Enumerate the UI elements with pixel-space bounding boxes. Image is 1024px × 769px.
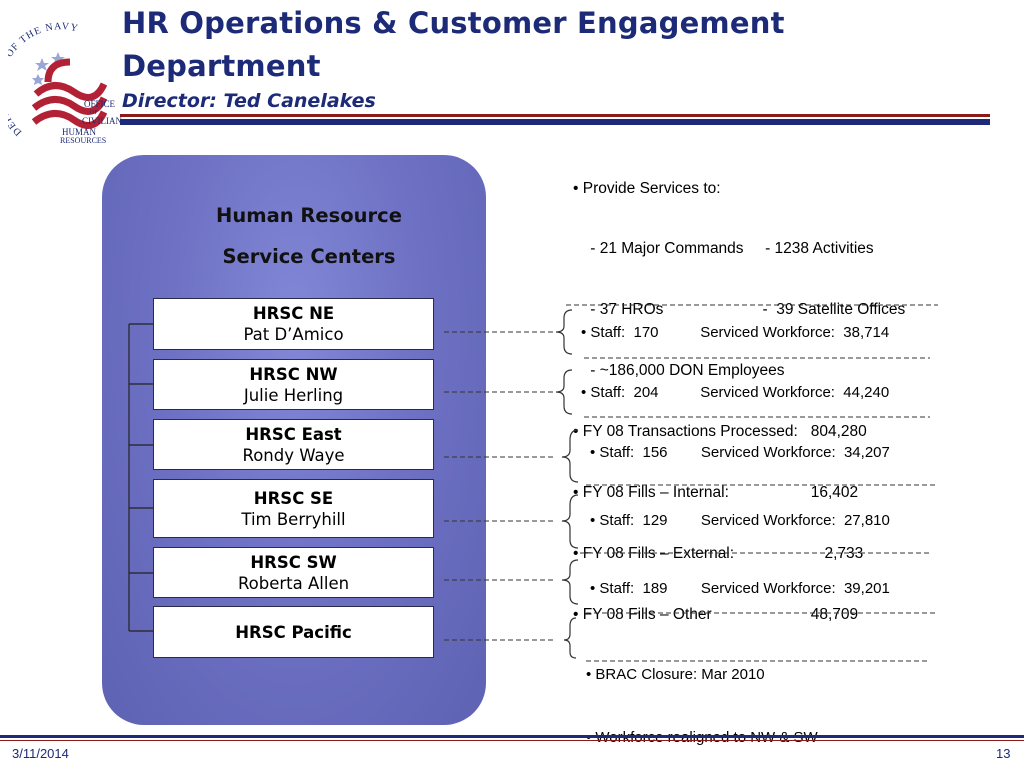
pacific-note: • BRAC Closure: Mar 2010 bbox=[586, 666, 765, 683]
summary-line: - ~186,000 DON Employees bbox=[573, 362, 785, 380]
summary-line: - 37 HROs - 39 Satellite Offices bbox=[573, 301, 906, 319]
center-director: Julie Herling bbox=[243, 385, 344, 405]
center-name: HRSC Pacific bbox=[235, 622, 352, 642]
footer-date: 3/11/2014 bbox=[12, 746, 69, 761]
logo-human: HUMAN bbox=[62, 127, 97, 137]
hrsc-pacific-box: HRSC Pacific bbox=[153, 606, 434, 658]
hrsc-se-box: HRSC SE Tim Berryhill bbox=[153, 479, 434, 538]
center-name: HRSC NW bbox=[249, 364, 338, 384]
center-director: Tim Berryhill bbox=[241, 509, 346, 529]
staff-row-nw: • Staff: 204 Serviced Workforce: 44,240 bbox=[581, 384, 890, 401]
hrsc-sw-box: HRSC SW Roberta Allen bbox=[153, 547, 434, 598]
footer-rule-red bbox=[0, 740, 1024, 741]
navy-seal-icon: DEPARTMENT OF THE NAVY bbox=[0, 21, 108, 138]
title-rule-navy bbox=[120, 119, 990, 125]
staff-row-ne: • Staff: 170 Serviced Workforce: 38,714 bbox=[581, 324, 890, 341]
connector-lines bbox=[444, 304, 938, 662]
summary-line: • FY 08 Fills – Other 48,709 bbox=[573, 605, 859, 623]
logo-resources: RESOURCES bbox=[60, 136, 107, 145]
center-name: HRSC NE bbox=[252, 304, 335, 323]
summary-line: • FY 08 Transactions Processed: 804,280 bbox=[573, 423, 867, 441]
hrsc-ne-box: HRSC NE Pat D’Amico bbox=[153, 298, 434, 350]
summary-line: • Provide Services to: bbox=[573, 179, 721, 197]
center-name: HRSC SW bbox=[250, 552, 337, 572]
staff-row-sw: • Staff: 189 Serviced Workforce: 39,201 bbox=[590, 580, 890, 597]
hrsc-nw-box: HRSC NW Julie Herling bbox=[153, 359, 434, 410]
center-director: Roberta Allen bbox=[237, 573, 350, 593]
page-subtitle: Director: Ted Canelakes bbox=[122, 90, 376, 112]
logo-office: OFFICE bbox=[84, 99, 116, 109]
logo-civilian: CIVILIAN bbox=[82, 116, 122, 126]
hrsc-east-box: HRSC East Rondy Waye bbox=[153, 419, 434, 470]
staff-row-east: • Staff: 156 Serviced Workforce: 34,207 bbox=[590, 444, 890, 461]
org-bracket bbox=[128, 323, 153, 632]
footer-rule-navy bbox=[0, 735, 1024, 738]
panel-title-line1: Human Resource bbox=[216, 204, 402, 227]
panel-title-line2: Service Centers bbox=[222, 245, 396, 268]
summary-line: - 21 Major Commands - 1238 Activities bbox=[573, 240, 874, 258]
logo-of: OF bbox=[90, 110, 98, 116]
summary-block: • Provide Services to: - 21 Major Comman… bbox=[573, 138, 905, 645]
center-name: HRSC SE bbox=[253, 488, 334, 508]
don-ochr-logo: DEPARTMENT OF THE NAVY OFFICE OF CIVILIA… bbox=[0, 21, 122, 144]
page-title-line1: HR Operations & Customer Engagement bbox=[122, 6, 785, 40]
center-director: Rondy Waye bbox=[242, 445, 345, 465]
staff-row-se: • Staff: 129 Serviced Workforce: 27,810 bbox=[590, 512, 890, 529]
center-name: HRSC East bbox=[245, 424, 342, 444]
page-title-line2: Department bbox=[122, 49, 321, 83]
title-rule-red bbox=[120, 114, 990, 117]
summary-line: • FY 08 Fills – Internal: 16,402 bbox=[573, 484, 859, 502]
pacific-notes: • BRAC Closure: Mar 2010 • Workforce rea… bbox=[586, 622, 818, 769]
center-director: Pat D’Amico bbox=[243, 325, 344, 344]
page-number: 13 bbox=[996, 746, 1011, 761]
